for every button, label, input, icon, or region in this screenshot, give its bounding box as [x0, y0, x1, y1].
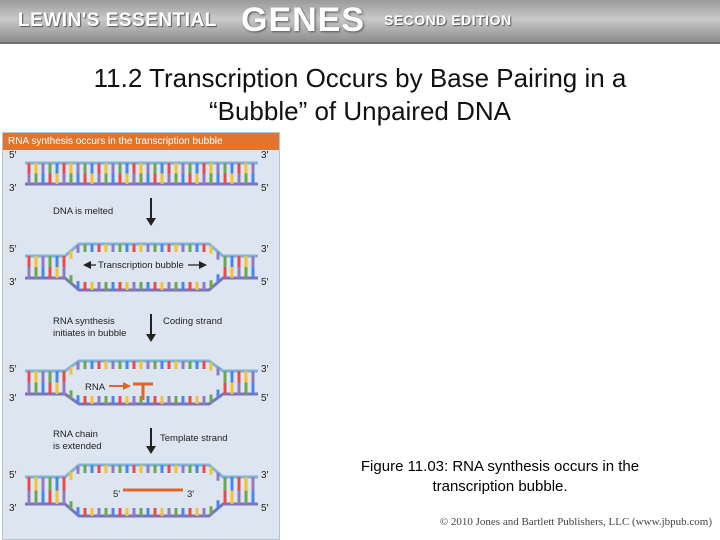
caption-line1: Figure 11.03: RNA synthesis occurs in th… — [360, 458, 640, 475]
panel1-bottom-5prime: 5′ — [261, 183, 269, 194]
down-arrow-1 — [146, 198, 156, 226]
panel3-top-3prime: 3′ — [261, 364, 269, 375]
down-arrow-2 — [146, 314, 156, 342]
step-rna-synthesis-line1: RNA synthesis — [53, 316, 115, 327]
rna-initial-nucleotide — [133, 382, 153, 400]
panel1-bottom-3prime: 3′ — [9, 183, 17, 194]
panel4-bottom-5prime: 5′ — [261, 503, 269, 514]
banner-genes: GENES — [241, 1, 366, 39]
figure-diagram: 5′ 3′ 3′ 5′ DNA is melted 5′ 3′ 3′ 5′ Tr… — [9, 150, 269, 518]
panel2-bottom-5prime: 5′ — [261, 277, 269, 288]
template-strand-label: Template strand — [160, 433, 228, 444]
transcription-figure: RNA synthesis occurs in the transcriptio… — [2, 132, 280, 540]
step-rna-synthesis-line2: initiates in bubble — [53, 328, 126, 339]
panel3-bottom-3prime: 3′ — [9, 393, 17, 404]
down-arrow-3 — [146, 428, 156, 454]
copyright-notice: © 2010 Jones and Bartlett Publishers, LL… — [439, 516, 712, 528]
panel4-bottom-3prime: 3′ — [9, 503, 17, 514]
figure-caption: Figure 11.03: RNA synthesis occurs in th… — [300, 457, 700, 497]
slide-title: 11.2 Transcription Occurs by Base Pairin… — [0, 62, 720, 128]
panel3-top-5prime: 5′ — [9, 364, 17, 375]
panel3-bottom-5prime: 5′ — [261, 393, 269, 404]
banner-series: LEWIN'S ESSENTIAL — [18, 10, 217, 31]
slide-title-line2: “Bubble” of Unpaired DNA — [208, 96, 512, 126]
figure-header: RNA synthesis occurs in the transcriptio… — [3, 133, 279, 150]
coding-strand-label: Coding strand — [163, 316, 222, 327]
rna-3prime-end: 3′ — [187, 489, 194, 500]
rna-label: RNA — [85, 382, 106, 393]
rna-5prime-end: 5′ — [113, 489, 120, 500]
panel1-top-5prime: 5′ — [9, 150, 17, 161]
step-rna-chain-line1: RNA chain — [53, 429, 98, 440]
rna-pointer-arrow — [109, 382, 131, 390]
step-dna-melted: DNA is melted — [53, 206, 113, 217]
panel4-top-5prime: 5′ — [9, 470, 17, 481]
panel2-top-3prime: 3′ — [261, 244, 269, 255]
panel2-bottom-3prime: 3′ — [9, 277, 17, 288]
caption-line2: transcription bubble. — [432, 478, 568, 495]
slide-title-line1: 11.2 Transcription Occurs by Base Pairin… — [93, 63, 627, 93]
step-rna-chain-line2: is extended — [53, 441, 102, 452]
panel2-top-5prime: 5′ — [9, 244, 17, 255]
dna-strands — [25, 161, 258, 518]
transcription-bubble-label: Transcription bubble — [98, 260, 184, 271]
book-banner: LEWIN'S ESSENTIAL GENES SECOND EDITION — [0, 0, 720, 44]
bubble-label-bg — [96, 258, 188, 270]
panel4-top-3prime: 3′ — [261, 470, 269, 481]
panel1-top-3prime: 3′ — [261, 150, 269, 161]
banner-edition: SECOND EDITION — [384, 12, 512, 28]
